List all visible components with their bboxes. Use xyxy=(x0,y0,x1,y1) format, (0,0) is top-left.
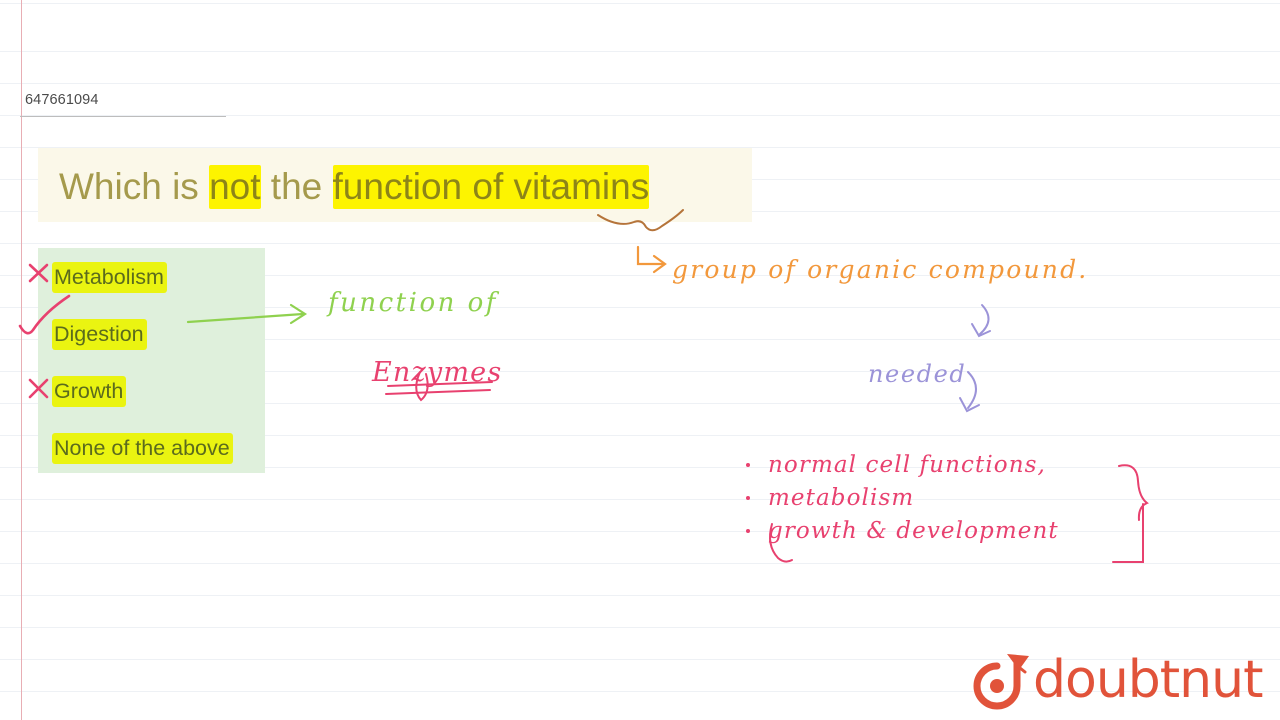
question-plain-span: the xyxy=(260,166,333,207)
annotation-bullet-item: growth & development xyxy=(768,518,1059,544)
annotation-bullet-item: metabolism xyxy=(768,485,915,511)
option-row[interactable]: Growth xyxy=(38,376,265,416)
question-text: Which is not the function of vitamins xyxy=(59,165,650,209)
doubtnut-logo: doubtnut xyxy=(963,650,1263,712)
doubtnut-wordmark: doubtnut xyxy=(1033,650,1263,710)
bullet-dot-icon xyxy=(746,463,750,467)
option-label: Digestion xyxy=(52,319,147,350)
question-id-underline xyxy=(20,116,226,117)
option-label: Growth xyxy=(52,376,127,407)
question-plain-span: Which is xyxy=(59,166,210,207)
annotation-bullet-item: normal cell functions, xyxy=(768,452,1046,478)
options-panel: Metabolism Digestion Growth None of the … xyxy=(38,248,265,473)
question-highlight-span: function of vitamins xyxy=(332,165,650,209)
enzymes-underline xyxy=(385,371,493,402)
right-brace-upper xyxy=(1118,464,1149,521)
purple-curve-arrow-icon xyxy=(959,371,980,413)
page-margin-line xyxy=(21,0,22,720)
right-brace-lower xyxy=(769,503,1144,563)
question-id: 647661094 xyxy=(25,92,99,108)
annotation-enzymes: Enzymes xyxy=(372,357,503,388)
bullet-dot-icon xyxy=(746,529,750,533)
annotation-function-of: function of xyxy=(328,288,498,318)
option-row[interactable]: None of the above xyxy=(38,433,265,473)
bullet-dot-icon xyxy=(746,496,750,500)
doubtnut-mark-icon xyxy=(973,654,1029,710)
purple-curve-arrow-icon xyxy=(971,304,991,338)
question-highlight-span: not xyxy=(209,165,261,209)
orange-elbow-arrow-icon xyxy=(636,245,667,274)
option-row[interactable]: Metabolism xyxy=(38,262,265,302)
annotation-organic-compound: group of organic compound. xyxy=(672,255,1089,284)
annotation-needed: needed xyxy=(868,360,967,388)
option-label: None of the above xyxy=(52,433,233,464)
option-label: Metabolism xyxy=(52,262,167,293)
option-row[interactable]: Digestion xyxy=(38,319,265,359)
